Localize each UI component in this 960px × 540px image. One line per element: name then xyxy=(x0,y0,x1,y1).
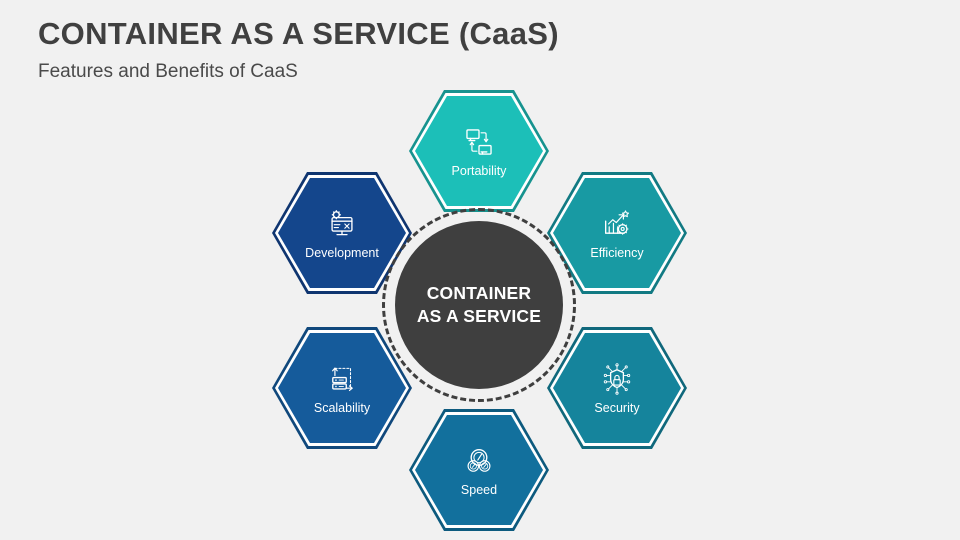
hex-content-speed: Speed xyxy=(409,409,549,531)
center-hub-label: CONTAINER AS A SERVICE xyxy=(416,282,542,326)
hex-label-speed: Speed xyxy=(460,482,498,497)
hex-content-scalability: Scalability xyxy=(272,327,412,449)
hex-label-portability: Portability xyxy=(451,163,507,178)
hex-label-scalability: Scalability xyxy=(313,400,371,415)
server-expand-icon xyxy=(325,362,359,396)
circuit-lock-icon xyxy=(600,362,634,396)
hex-content-development: Development xyxy=(272,172,412,294)
hex-node-portability[interactable]: Portability xyxy=(409,90,549,212)
hex-label-efficiency: Efficiency xyxy=(590,245,644,260)
monitor-code-gear-icon xyxy=(325,207,359,241)
hex-content-efficiency: Efficiency xyxy=(547,172,687,294)
hex-node-development[interactable]: Development xyxy=(272,172,412,294)
page-subtitle: Features and Benefits of CaaS xyxy=(38,60,298,82)
hex-node-efficiency[interactable]: Efficiency xyxy=(547,172,687,294)
hex-label-development: Development xyxy=(305,245,379,260)
center-hub-disc: CONTAINER AS A SERVICE xyxy=(395,221,563,389)
devices-transfer-icon xyxy=(462,125,496,159)
center-hub: CONTAINER AS A SERVICE xyxy=(382,208,576,402)
speedometer-icon xyxy=(462,444,496,478)
hex-label-security: Security xyxy=(594,400,640,415)
hex-node-security[interactable]: Security xyxy=(547,327,687,449)
hex-node-scalability[interactable]: Scalability xyxy=(272,327,412,449)
hex-content-portability: Portability xyxy=(409,90,549,212)
slide-header: CONTAINER AS A SERVICE (CaaS) Features a… xyxy=(38,16,738,83)
hex-node-speed[interactable]: Speed xyxy=(409,409,549,531)
page-title: CONTAINER AS A SERVICE (CaaS) xyxy=(38,16,559,51)
hex-content-security: Security xyxy=(547,327,687,449)
growth-chart-gear-icon xyxy=(600,207,634,241)
